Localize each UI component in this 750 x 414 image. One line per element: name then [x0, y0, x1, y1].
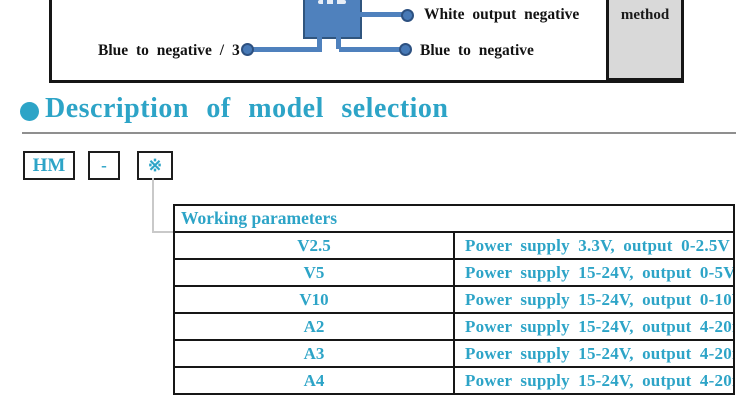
model-code-cell: V5: [173, 258, 455, 287]
description-cell: Power supply 15-24V, output 0-5V: [453, 258, 735, 287]
model-wildcard-box: ※: [137, 151, 173, 180]
table-row: V10 Power supply 15-24V, output 0-10V: [173, 285, 735, 314]
sensor-box: [303, 0, 362, 39]
table-header-row: Working parameters: [173, 204, 735, 233]
model-code-cell: A2: [173, 312, 455, 341]
model-code-cell: A3: [173, 339, 455, 368]
description-cell: Power supply 15-24V, output 4-20mA, two …: [453, 312, 735, 341]
blue-right-label: Blue to negative: [420, 42, 534, 59]
white-output-label: White output negative: [424, 6, 580, 23]
table-header: Working parameters: [173, 204, 735, 233]
connector-vertical-line: [152, 178, 154, 233]
wire-blue-right: [339, 47, 406, 52]
table-row: A2 Power supply 15-24V, output 4-20mA, t…: [173, 312, 735, 341]
bullet-icon: [20, 102, 39, 121]
cutoff-text-fragment: [318, 0, 346, 4]
model-code-cell: V10: [173, 285, 455, 314]
method-box: method: [606, 0, 684, 81]
description-cell: Power supply 3.3V, output 0-2.5V: [453, 231, 735, 260]
connection-dot-icon: [401, 9, 414, 22]
model-prefix-box: HM: [23, 151, 75, 180]
connection-dot-icon: [399, 43, 412, 56]
model-code-cell: A4: [173, 366, 455, 395]
description-cell: Power supply 15-24V, output 0-10V: [453, 285, 735, 314]
model-separator-box: -: [88, 151, 120, 180]
table-row: V5 Power supply 15-24V, output 0-5V: [173, 258, 735, 287]
table-row: A4 Power supply 15-24V, output 4-20mA, F…: [173, 366, 735, 395]
connector-horizontal-line: [152, 231, 175, 233]
table-row: V2.5 Power supply 3.3V, output 0-2.5V: [173, 231, 735, 260]
description-cell: Power supply 15-24V, output 4-20mA, thre…: [453, 339, 735, 368]
table-row: A3 Power supply 15-24V, output 4-20mA, t…: [173, 339, 735, 368]
method-label: method: [620, 7, 670, 23]
section-divider: [22, 132, 736, 134]
wire-left-leg: [317, 35, 322, 50]
wire-right-leg: [336, 35, 341, 49]
description-cell: Power supply 15-24V, output 4-20mA, Four…: [453, 366, 735, 395]
wire-blue-left: [247, 47, 322, 52]
connection-dot-icon: [241, 43, 254, 56]
blue-left-label: Blue to negative / 3: [98, 42, 240, 59]
model-code-cell: V2.5: [173, 231, 455, 260]
section-title: Description of model selection: [45, 93, 449, 124]
wire-white-output: [360, 12, 407, 17]
working-parameters-table: Working parameters V2.5 Power supply 3.3…: [173, 204, 735, 395]
